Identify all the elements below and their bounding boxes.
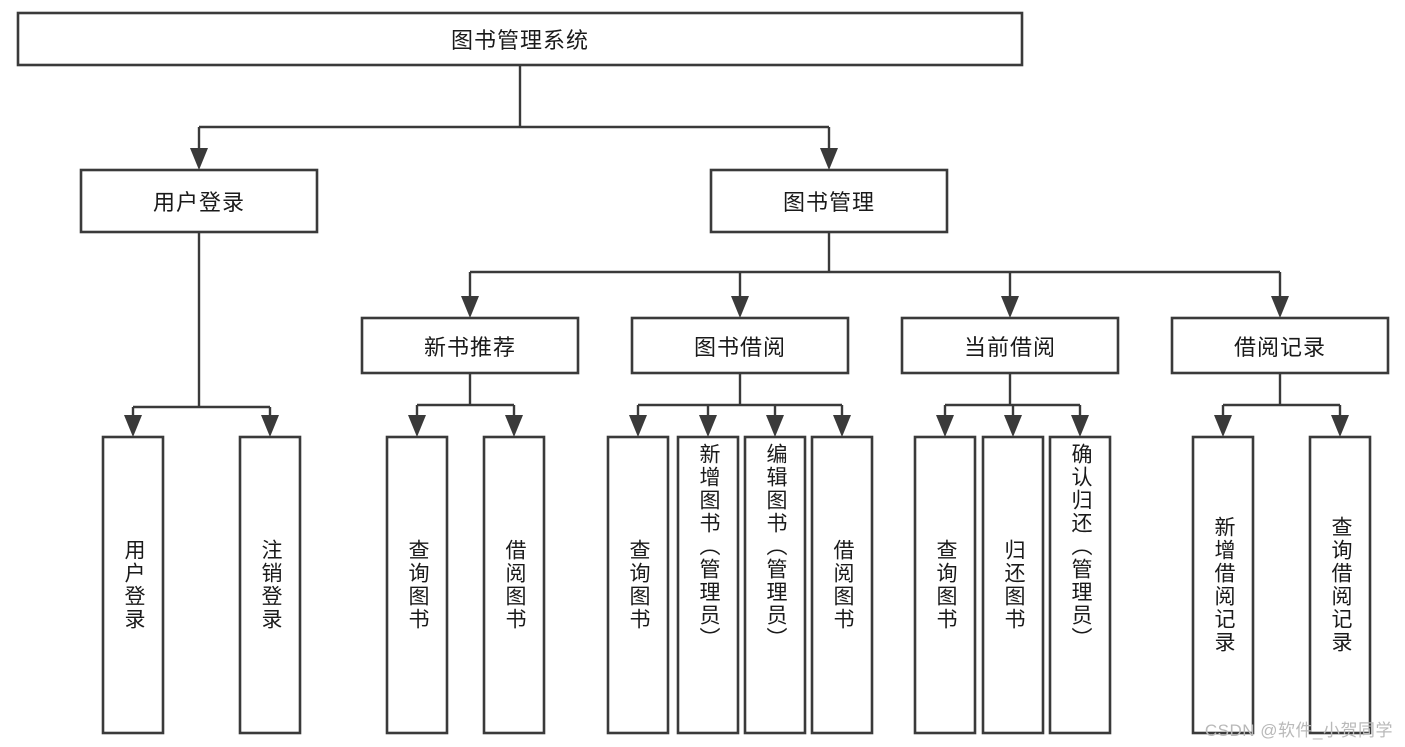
node-box-leaf-query-borrow-record[interactable] [1308,435,1372,735]
boxes-layer [16,11,1390,735]
arrow-head-icon [408,415,426,437]
arrow-head-icon [261,415,279,437]
node-box-user-login[interactable] [79,168,319,234]
arrow-head-icon [1271,296,1289,318]
node-box-leaf-user-login[interactable] [101,435,165,735]
node-box-leaf-query-book-1[interactable] [385,435,449,735]
node-box-leaf-edit-book-admin[interactable] [743,435,807,735]
arrow-head-icon [1331,415,1349,437]
arrow-head-icon [936,415,954,437]
node-box-leaf-borrow-book-1[interactable] [482,435,546,735]
node-box-leaf-borrow-book-2[interactable] [810,435,874,735]
arrow-head-icon [629,415,647,437]
node-box-borrow-record[interactable] [1170,316,1390,375]
arrow-head-icon [699,415,717,437]
connectors-layer [124,65,1349,437]
arrow-head-icon [1214,415,1232,437]
node-box-current-borrow[interactable] [900,316,1120,375]
arrow-head-icon [820,148,838,170]
node-box-book-manage[interactable] [709,168,949,234]
node-box-leaf-query-book-2[interactable] [606,435,670,735]
arrow-head-icon [505,415,523,437]
node-box-root[interactable] [16,11,1024,67]
csdn-watermark: CSDN @软件_小贺同学 [1204,721,1393,740]
node-box-leaf-query-book-3[interactable] [913,435,977,735]
arrow-head-icon [833,415,851,437]
arrow-head-icon [461,296,479,318]
arrow-head-icon [124,415,142,437]
arrow-head-icon [1004,415,1022,437]
arrow-head-icon [1071,415,1089,437]
node-box-leaf-user-logout[interactable] [238,435,302,735]
arrow-head-icon [190,148,208,170]
node-box-leaf-add-borrow-record[interactable] [1191,435,1255,735]
arrow-head-icon [731,296,749,318]
node-box-leaf-confirm-return-admin[interactable] [1048,435,1112,735]
arrow-head-icon [766,415,784,437]
node-box-leaf-return-book[interactable] [981,435,1045,735]
arrow-head-icon [1001,296,1019,318]
node-box-new-book-recommend[interactable] [360,316,580,375]
node-box-leaf-add-book-admin[interactable] [676,435,740,735]
node-box-book-borrow[interactable] [630,316,850,375]
